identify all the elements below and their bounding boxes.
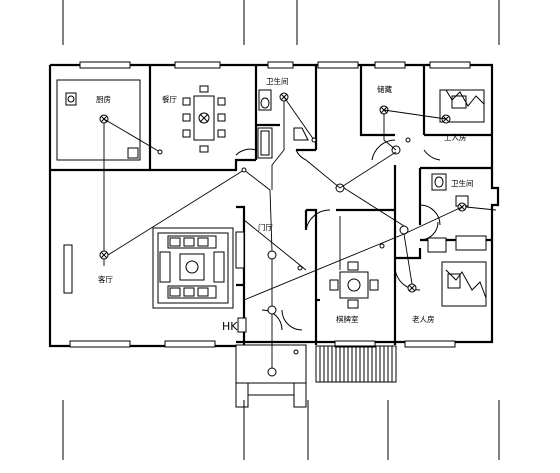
label-kitchen: 厨房 [96, 94, 111, 104]
entry-porch [235, 344, 307, 408]
outer-walls [48, 63, 500, 348]
light-hall-2 [267, 305, 277, 315]
hk-panel: HK [222, 317, 247, 333]
light-living [99, 250, 109, 260]
top-windows [79, 61, 471, 69]
label-bath-right: 卫生间 [451, 178, 474, 188]
guest-room-table [329, 261, 379, 309]
label-living: 客厅 [98, 274, 113, 284]
label-storage: 储藏 [377, 84, 392, 94]
label-guest: 棋牌室 [336, 314, 359, 324]
label-servant: 工人房 [444, 132, 467, 142]
hk-panel-label: HK [222, 320, 238, 333]
living-window [63, 244, 73, 294]
door-swings [235, 139, 441, 331]
label-hall: 门厅 [258, 223, 273, 232]
entry-steps [315, 345, 397, 383]
bottom-axis-ticks [62, 400, 500, 460]
dining-table [182, 85, 226, 153]
living-sofa-set [152, 227, 234, 309]
wiring [103, 96, 497, 368]
light-elder [407, 283, 417, 293]
light-entry [267, 367, 277, 377]
light-fixtures [99, 92, 467, 377]
bath-top-fixtures [257, 89, 309, 159]
elder-room-bed [441, 261, 487, 307]
top-axis-ticks [62, 0, 500, 45]
label-bath-top: 卫生间 [266, 76, 289, 86]
light-hall [267, 250, 277, 260]
label-dining: 餐厅 [162, 95, 177, 104]
label-elder: 老人房 [412, 314, 435, 324]
switches [157, 137, 411, 355]
bottom-windows [69, 340, 456, 348]
kitchen-counter [56, 79, 141, 161]
bath-right-fixtures [427, 173, 487, 253]
hall-shoe-cabinet [235, 231, 245, 269]
